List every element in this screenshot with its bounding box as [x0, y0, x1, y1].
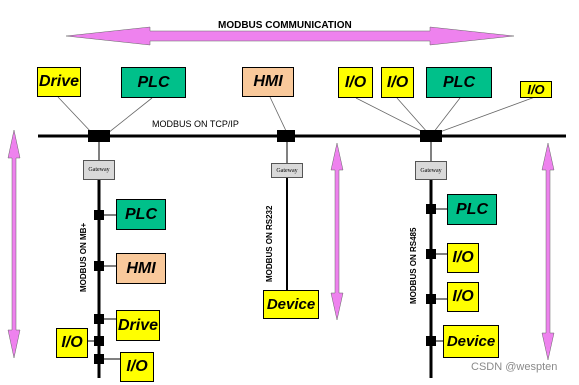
rs485-node-io-1 — [426, 249, 436, 259]
mb-plus-node-drive — [94, 314, 104, 324]
link-plc-right — [432, 97, 461, 134]
top-device-plc: PLC — [121, 67, 186, 98]
link-io-2 — [396, 97, 429, 134]
rs485-node-device — [426, 336, 436, 346]
gateway-center: Gateway — [271, 163, 303, 178]
rs485-device-plc: PLC — [447, 194, 497, 225]
link-hmi-top — [269, 96, 288, 134]
top-device-drive: Drive — [37, 67, 81, 97]
mb-plus-device-hmi: HMI — [116, 253, 166, 284]
bus-connector-right — [420, 130, 442, 142]
rs485-device-device: Device — [443, 325, 499, 358]
mb-plus-device-io-left: I/O — [56, 328, 88, 358]
rs485-device-io-1: I/O — [447, 243, 479, 273]
top-device-io-2: I/O — [381, 67, 414, 98]
link-drive — [57, 96, 93, 134]
diagram-title: MODBUS COMMUNICATION — [218, 20, 352, 31]
bus-connector-left — [88, 130, 110, 142]
vertical-arrow-left — [7, 129, 21, 359]
mb-plus-device-plc: PLC — [116, 199, 166, 230]
gateway-right: Gateway — [415, 161, 447, 180]
communication-double-arrow — [65, 26, 515, 46]
rs485-device-io-2: I/O — [447, 282, 479, 312]
vertical-arrow-right — [541, 142, 555, 361]
mb-plus-node-hmi — [94, 261, 104, 271]
branch-label-rs232: MODBUS ON RS232 — [265, 205, 274, 282]
mb-plus-device-drive: Drive — [116, 310, 160, 341]
top-device-io-1: I/O — [338, 67, 373, 98]
branch-label-mb-plus: MODBUS ON MB+ — [79, 222, 88, 292]
bus-connector-center — [277, 130, 295, 142]
top-device-plc-right: PLC — [426, 67, 492, 98]
branch-label-rs485: MODBUS ON RS485 — [409, 227, 418, 304]
link-io-1 — [355, 97, 426, 134]
gateway-left: Gateway — [83, 160, 115, 180]
bus-label: MODBUS ON TCP/IP — [152, 119, 239, 129]
watermark: CSDN @wespten — [471, 361, 558, 373]
mb-plus-node-io-left — [94, 336, 104, 346]
mb-plus-node-io-right — [94, 354, 104, 364]
vertical-arrow-center — [330, 142, 344, 321]
rs485-node-plc — [426, 204, 436, 214]
top-device-io-3: I/O — [520, 81, 552, 98]
mb-plus-node-plc — [94, 210, 104, 220]
link-io-3 — [436, 96, 536, 134]
rs232-device: Device — [263, 290, 319, 319]
rs485-node-io-2 — [426, 294, 436, 304]
mb-plus-device-io-right: I/O — [120, 352, 154, 382]
top-device-hmi: HMI — [242, 67, 294, 97]
link-plc-top — [107, 97, 153, 134]
